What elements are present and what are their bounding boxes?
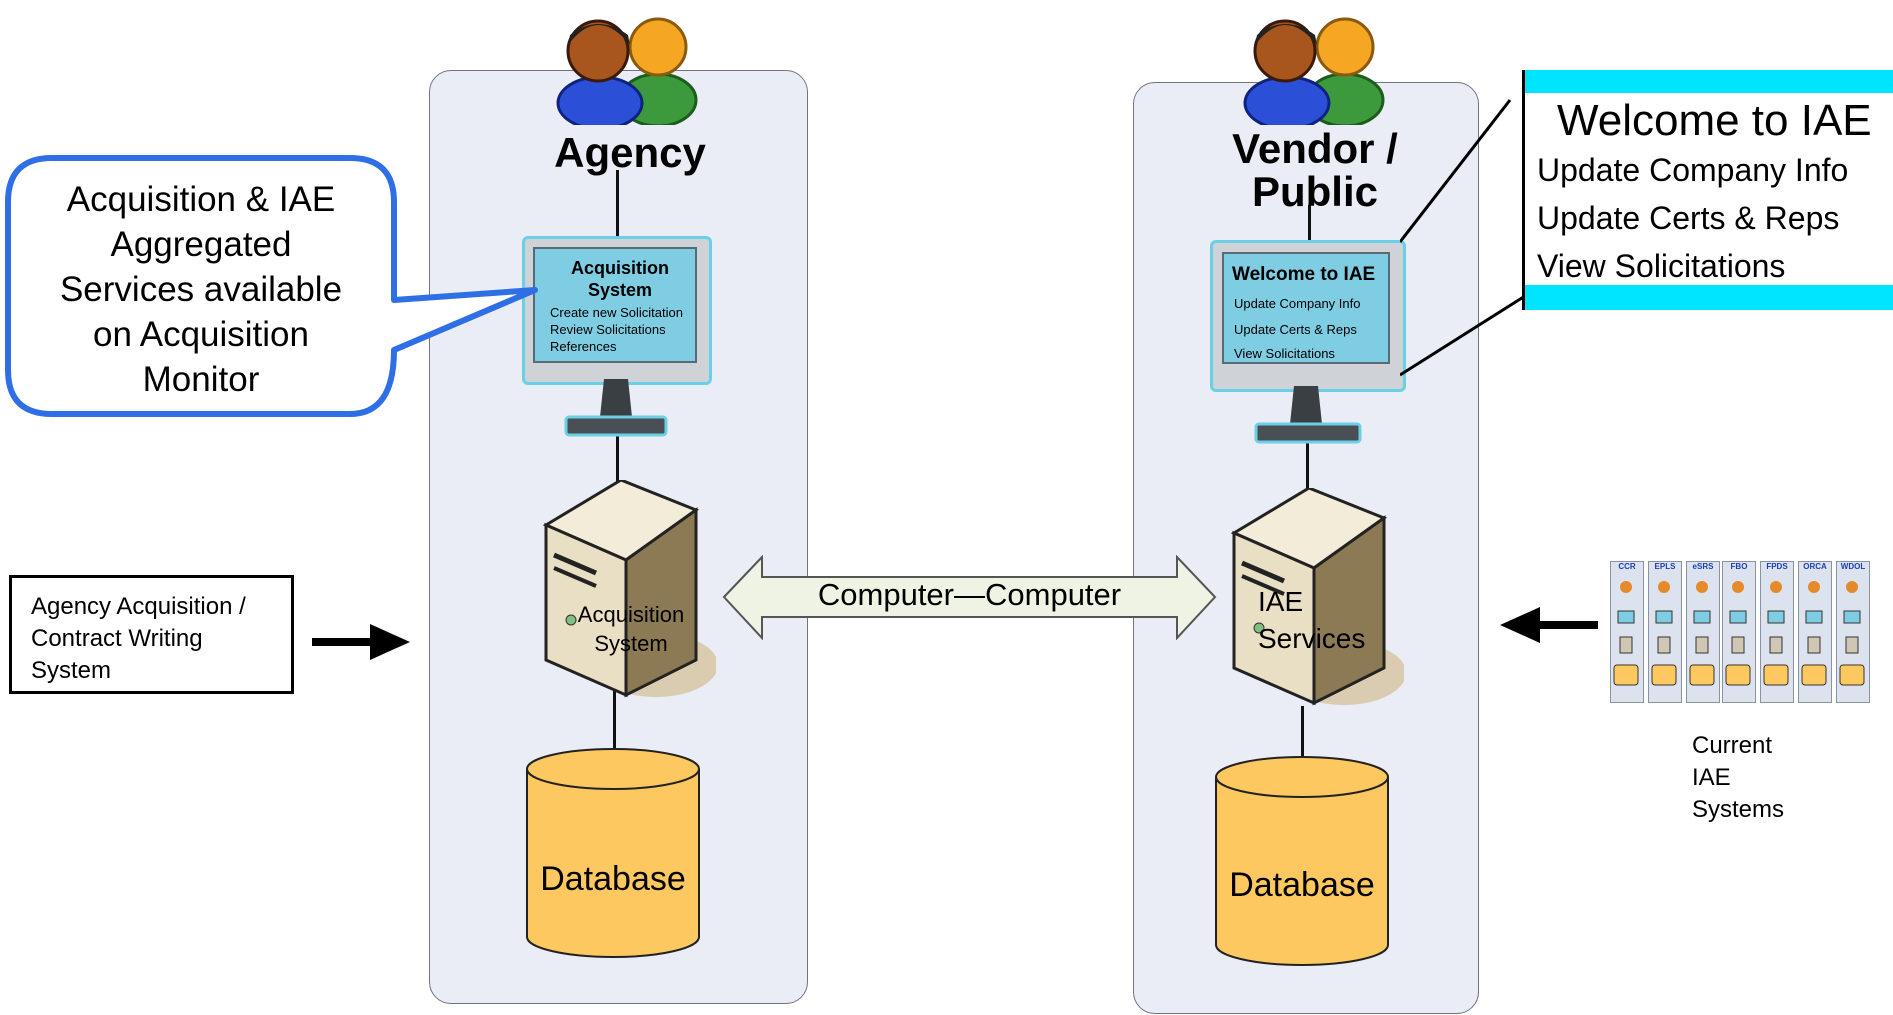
zoom-panel: Welcome to IAE Update Company Info Updat… <box>1522 70 1893 310</box>
agency-database <box>525 747 701 960</box>
agency-acquisition-system-text: Agency Acquisition / Contract Writing Sy… <box>31 593 246 684</box>
agency-connector-mid <box>616 432 619 492</box>
zoom-panel-item: Update Certs & Reps <box>1537 200 1840 236</box>
vendor-users-icon <box>1227 5 1397 131</box>
vendor-screen-title: Welcome to IAE <box>1232 264 1376 285</box>
callout-text: Acquisition & IAE Aggregated Services av… <box>59 180 343 399</box>
current-systems-minis <box>1613 580 1865 686</box>
vendor-monitor: Welcome to IAE Update Company Info Updat… <box>1210 240 1410 445</box>
agency-title: Agency <box>554 129 706 176</box>
agency-connector-top <box>616 170 619 240</box>
agency-monitor-screen: Acquisition System Create new Solicitati… <box>533 247 697 363</box>
connection-label: Computer—Computer <box>817 577 1122 612</box>
current-system-label: WDOL <box>1840 562 1866 571</box>
current-system-label: CCR <box>1618 562 1636 571</box>
current-system-label: EPLS <box>1654 562 1676 571</box>
vendor-screen-item: Update Company Info <box>1234 296 1361 311</box>
vendor-screen-item: Update Certs & Reps <box>1234 322 1357 337</box>
current-system-label: FBO <box>1730 562 1748 571</box>
zoom-panel-item: Update Company Info <box>1537 152 1849 188</box>
agency-database-label: Database <box>540 860 686 898</box>
current-system-label: FPDS <box>1766 562 1788 571</box>
vendor-connector-mid <box>1306 440 1309 498</box>
vendor-monitor-screen: Welcome to IAE Update Company Info Updat… <box>1222 252 1390 364</box>
vendor-server-label: IAE Services <box>1258 586 1366 654</box>
agency-server-icon <box>536 478 718 705</box>
vendor-connector-bottom <box>1301 706 1304 760</box>
agency-acquisition-system-box: Agency Acquisition / Contract Writing Sy… <box>9 575 294 694</box>
zoom-panel-item: View Solicitations <box>1537 248 1786 284</box>
agency-monitor: Acquisition System Create new Solicitati… <box>522 236 712 437</box>
agency-server-label: Acquisition System <box>577 602 685 656</box>
vendor-screen-item: View Solicitations <box>1234 346 1335 361</box>
agency-users-icon <box>540 5 710 131</box>
vendor-database-label: Database <box>1229 866 1375 904</box>
arrow-left-icon <box>1498 605 1598 645</box>
agency-connector-bottom <box>613 690 616 750</box>
agency-screen-item: Create new Solicitation <box>550 305 683 320</box>
arrow-right-icon <box>312 622 412 662</box>
current-system-label: ORCA <box>1803 562 1827 571</box>
zoom-connector-lines <box>1400 99 1526 377</box>
zoom-panel-title: Welcome to IAE <box>1557 96 1872 145</box>
agency-screen-item: Review Solicitations <box>550 322 666 337</box>
agency-screen-title: Acquisition System <box>571 258 669 300</box>
current-systems-caption: Current IAE Systems <box>1692 732 1785 823</box>
vendor-connector-top <box>1308 205 1311 247</box>
current-system-label: eSRS <box>1692 562 1714 571</box>
vendor-title: Vendor / Public <box>1232 125 1398 215</box>
agency-screen-item: References <box>550 339 617 354</box>
vendor-database <box>1214 755 1390 968</box>
vendor-server-icon <box>1224 486 1406 713</box>
callout-bubble <box>0 150 545 425</box>
computer-to-computer-arrow <box>722 554 1217 641</box>
